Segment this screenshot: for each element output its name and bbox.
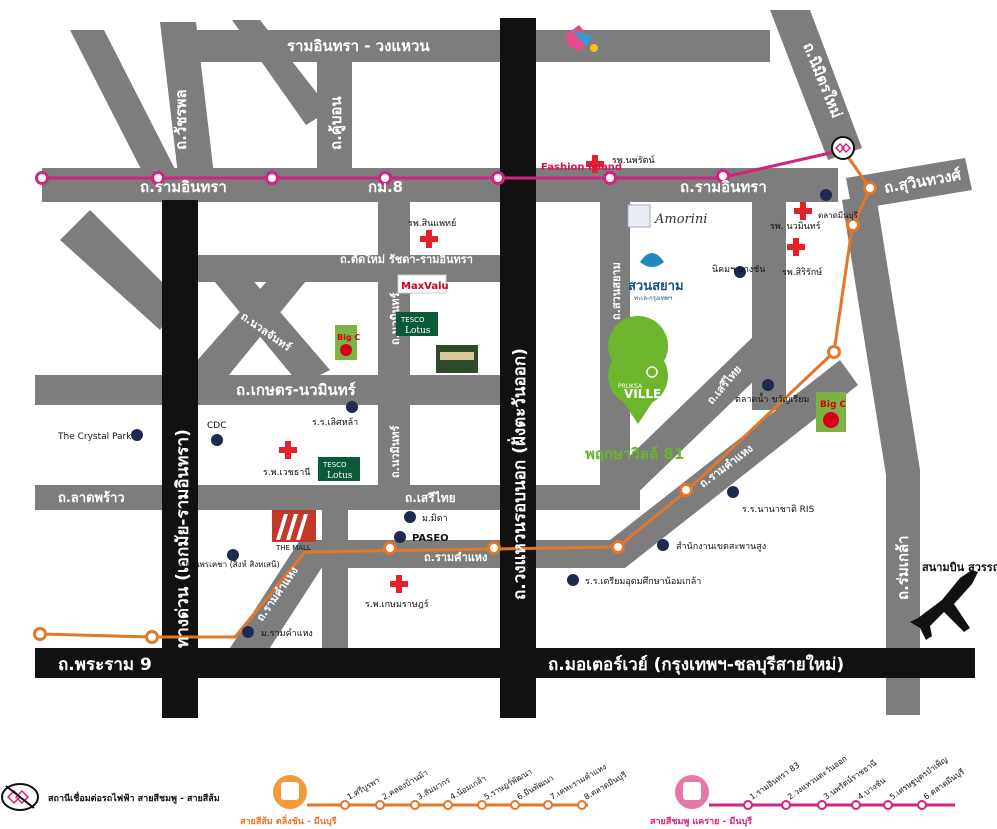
svg-text:Lotus: Lotus (327, 471, 353, 481)
place-label: สำนักงานเขตสะพานสูง (676, 541, 766, 552)
suan-siam-logo: สวนสยาม ทะเล-กรุงเทพฯ (628, 253, 684, 302)
road-label: ถ.เสรีไทย (405, 490, 456, 505)
svg-text:MaxValu: MaxValu (401, 281, 449, 292)
road-label: ถ.วัชรพล (172, 89, 190, 150)
pink-line-legend: สายสีชมพู แคราย - มีนบุรี 1.รามอินทรา 83… (650, 754, 967, 827)
svg-text:PRUKSA: PRUKSA (618, 383, 643, 390)
road-label: ถ.รามอินทรา (680, 178, 767, 196)
road-label: ถ.ร่มเกล้า (894, 535, 912, 600)
pink-line (35, 148, 844, 185)
place-label: รพ.นพรัตน์ (612, 154, 655, 166)
svg-text:สายสีส้ม ตลิ่งชัน - มีนบุรี: สายสีส้ม ตลิ่งชัน - มีนบุรี (240, 814, 337, 827)
fashion-island-logo: Fashion Island (541, 162, 622, 173)
road-label: ถ.คู้บอน (327, 96, 346, 150)
minor-roads (35, 10, 972, 715)
road-label: รามอินทรา - วงแหวน (287, 37, 430, 55)
siam-park-logo (565, 25, 598, 52)
svg-text:TESCO: TESCO (322, 461, 347, 469)
pruksa-ville-pin: PRUKSA VILLE (608, 316, 669, 424)
place-label: ร.ร.เตรียมอุดมศึกษาน้อมเกล้า (585, 576, 701, 587)
svg-text:7.เคหะรามคำแหง: 7.เคหะรามคำแหง (549, 762, 609, 802)
place-label: ร.ร.เลิศหล้า (312, 417, 358, 428)
place-label: รพ.สิริรักษ์ (782, 266, 822, 278)
svg-text:5.เศรษฐบุตรบำเพ็ญ: 5.เศรษฐบุตรบำเพ็ญ (887, 754, 949, 802)
svg-text:Lotus: Lotus (405, 326, 431, 336)
svg-text:Big C: Big C (337, 333, 360, 342)
hospital-icon (794, 202, 812, 220)
svg-text:Amorini: Amorini (654, 212, 707, 227)
svg-text:TESCO: TESCO (400, 316, 425, 324)
hospital-icon (390, 575, 408, 593)
major-roads (35, 18, 975, 718)
expressway-label: ทางด่วน (เอกมัย-รามอินทรา) (173, 429, 193, 648)
outer-ring-label: ถ.วงแหวนรอบนอก (ฝั่งตะวันออก) (507, 348, 530, 600)
tesco-lotus-logo: TESCO Lotus (318, 457, 360, 481)
svg-text:Big C: Big C (820, 400, 847, 410)
svg-text:สนามบิน สุวรรณภูมิ: สนามบิน สุวรรณภูมิ (922, 561, 997, 575)
housing-project-logo (436, 345, 478, 373)
place-label: The Crystal Park (57, 432, 132, 442)
road-label: ถ.เกษตร-นวมินทร์ (236, 381, 357, 399)
place-label: ตลาดน้ำ ขวัญเรียม (735, 392, 809, 405)
place-label: ร.ร.นลินพรเคชา (สิงห์ สิงหเสนี) (170, 559, 280, 569)
hospital-icon (586, 155, 604, 173)
svg-text:4.บางชัน: 4.บางชัน (856, 776, 888, 802)
place-label: PASEO (412, 533, 449, 544)
road-label: ถ.ลาดพร้าว (58, 490, 125, 506)
road-label: ถ.รามอินทรา (140, 178, 227, 196)
place-label: นิคมฯ บางชัน (712, 264, 765, 275)
road-label: ถ.สวนสยาม (610, 262, 623, 320)
hospital-icon (787, 238, 805, 256)
orange-line (33, 149, 877, 644)
airplane-icon (910, 570, 978, 640)
svg-text:สวนสยาม: สวนสยาม (628, 279, 684, 294)
interchange-legend-icon (1, 783, 39, 811)
place-label: ร.ร.นานาชาติ RIS (742, 504, 815, 515)
place-label: CDC (207, 421, 227, 431)
svg-text:VILLE: VILLE (624, 387, 661, 401)
svg-text:สายสีชมพู แคราย - มีนบุรี: สายสีชมพู แคราย - มีนบุรี (650, 816, 752, 827)
place-label: ร.พ.เวชธานี (263, 467, 310, 478)
hospital-icon (279, 441, 297, 459)
bigc-logo: Big C (816, 392, 847, 432)
svg-text:4.น้อมเกล้า: 4.น้อมเกล้า (449, 774, 488, 802)
svg-text:ทะเล-กรุงเทพฯ: ทะเล-กรุงเทพฯ (634, 295, 672, 302)
motorway-label: ถ.มอเตอร์เวย์ (กรุงเทพฯ-ชลบุรีสายใหม่) (548, 654, 844, 675)
road-label: ถ.ตัดใหม่ รัชดา-รามอินทรา (340, 252, 473, 266)
tesco-lotus-logo: TESCO Lotus (396, 312, 438, 336)
legend: สถานีเชื่อมต่อรถไฟฟ้า สายสีชมพู - สายสีส… (1, 754, 967, 827)
hospital-icons (279, 155, 812, 593)
rama9-label: ถ.พระราม 9 (58, 655, 152, 675)
place-label: ร.พ.เกษมราษฎร์ (365, 598, 429, 610)
road-label: ถ.นวมินทร์ (389, 425, 402, 478)
place-label: ม.มิดา (422, 513, 448, 524)
svg-text:1.ศรีบูรพา: 1.ศรีบูรพา (346, 776, 382, 803)
place-dots (131, 189, 832, 638)
legend-interchange-text: สถานีเชื่อมต่อรถไฟฟ้า สายสีชมพู - สายสีส… (48, 791, 220, 804)
pruksa-ville-label: พฤกษาวิลล์ 81 (585, 445, 684, 463)
the-mall-logo: THE MALL (272, 510, 316, 552)
orange-line-legend: สายสีส้ม ตลิ่งชัน - มีนบุรี 1.ศรีบูรพา 2… (240, 762, 629, 827)
maxvalu-logo: MaxValu (397, 274, 449, 294)
svg-text:THE MALL: THE MALL (275, 544, 311, 552)
place-label: รพ. นวมินทร์ (770, 220, 821, 232)
road-label: กม.8 (368, 178, 403, 196)
hospital-icon (420, 230, 438, 248)
place-label: รพ.สินแพทย์ (408, 217, 456, 229)
bigc-logo: Big C (335, 325, 360, 360)
airport: สนามบิน สุวรรณภูมิ (910, 561, 997, 640)
place-label: ตลาดมีนบุรี (818, 211, 859, 220)
place-label: ม.รามคำแหง (261, 628, 313, 639)
interchange-station-icon (831, 136, 855, 160)
svg-text:Fashion Island: Fashion Island (541, 162, 622, 173)
road-label: ถ.รามคำแหง (424, 551, 487, 564)
amorini-logo: Amorini (627, 204, 707, 228)
